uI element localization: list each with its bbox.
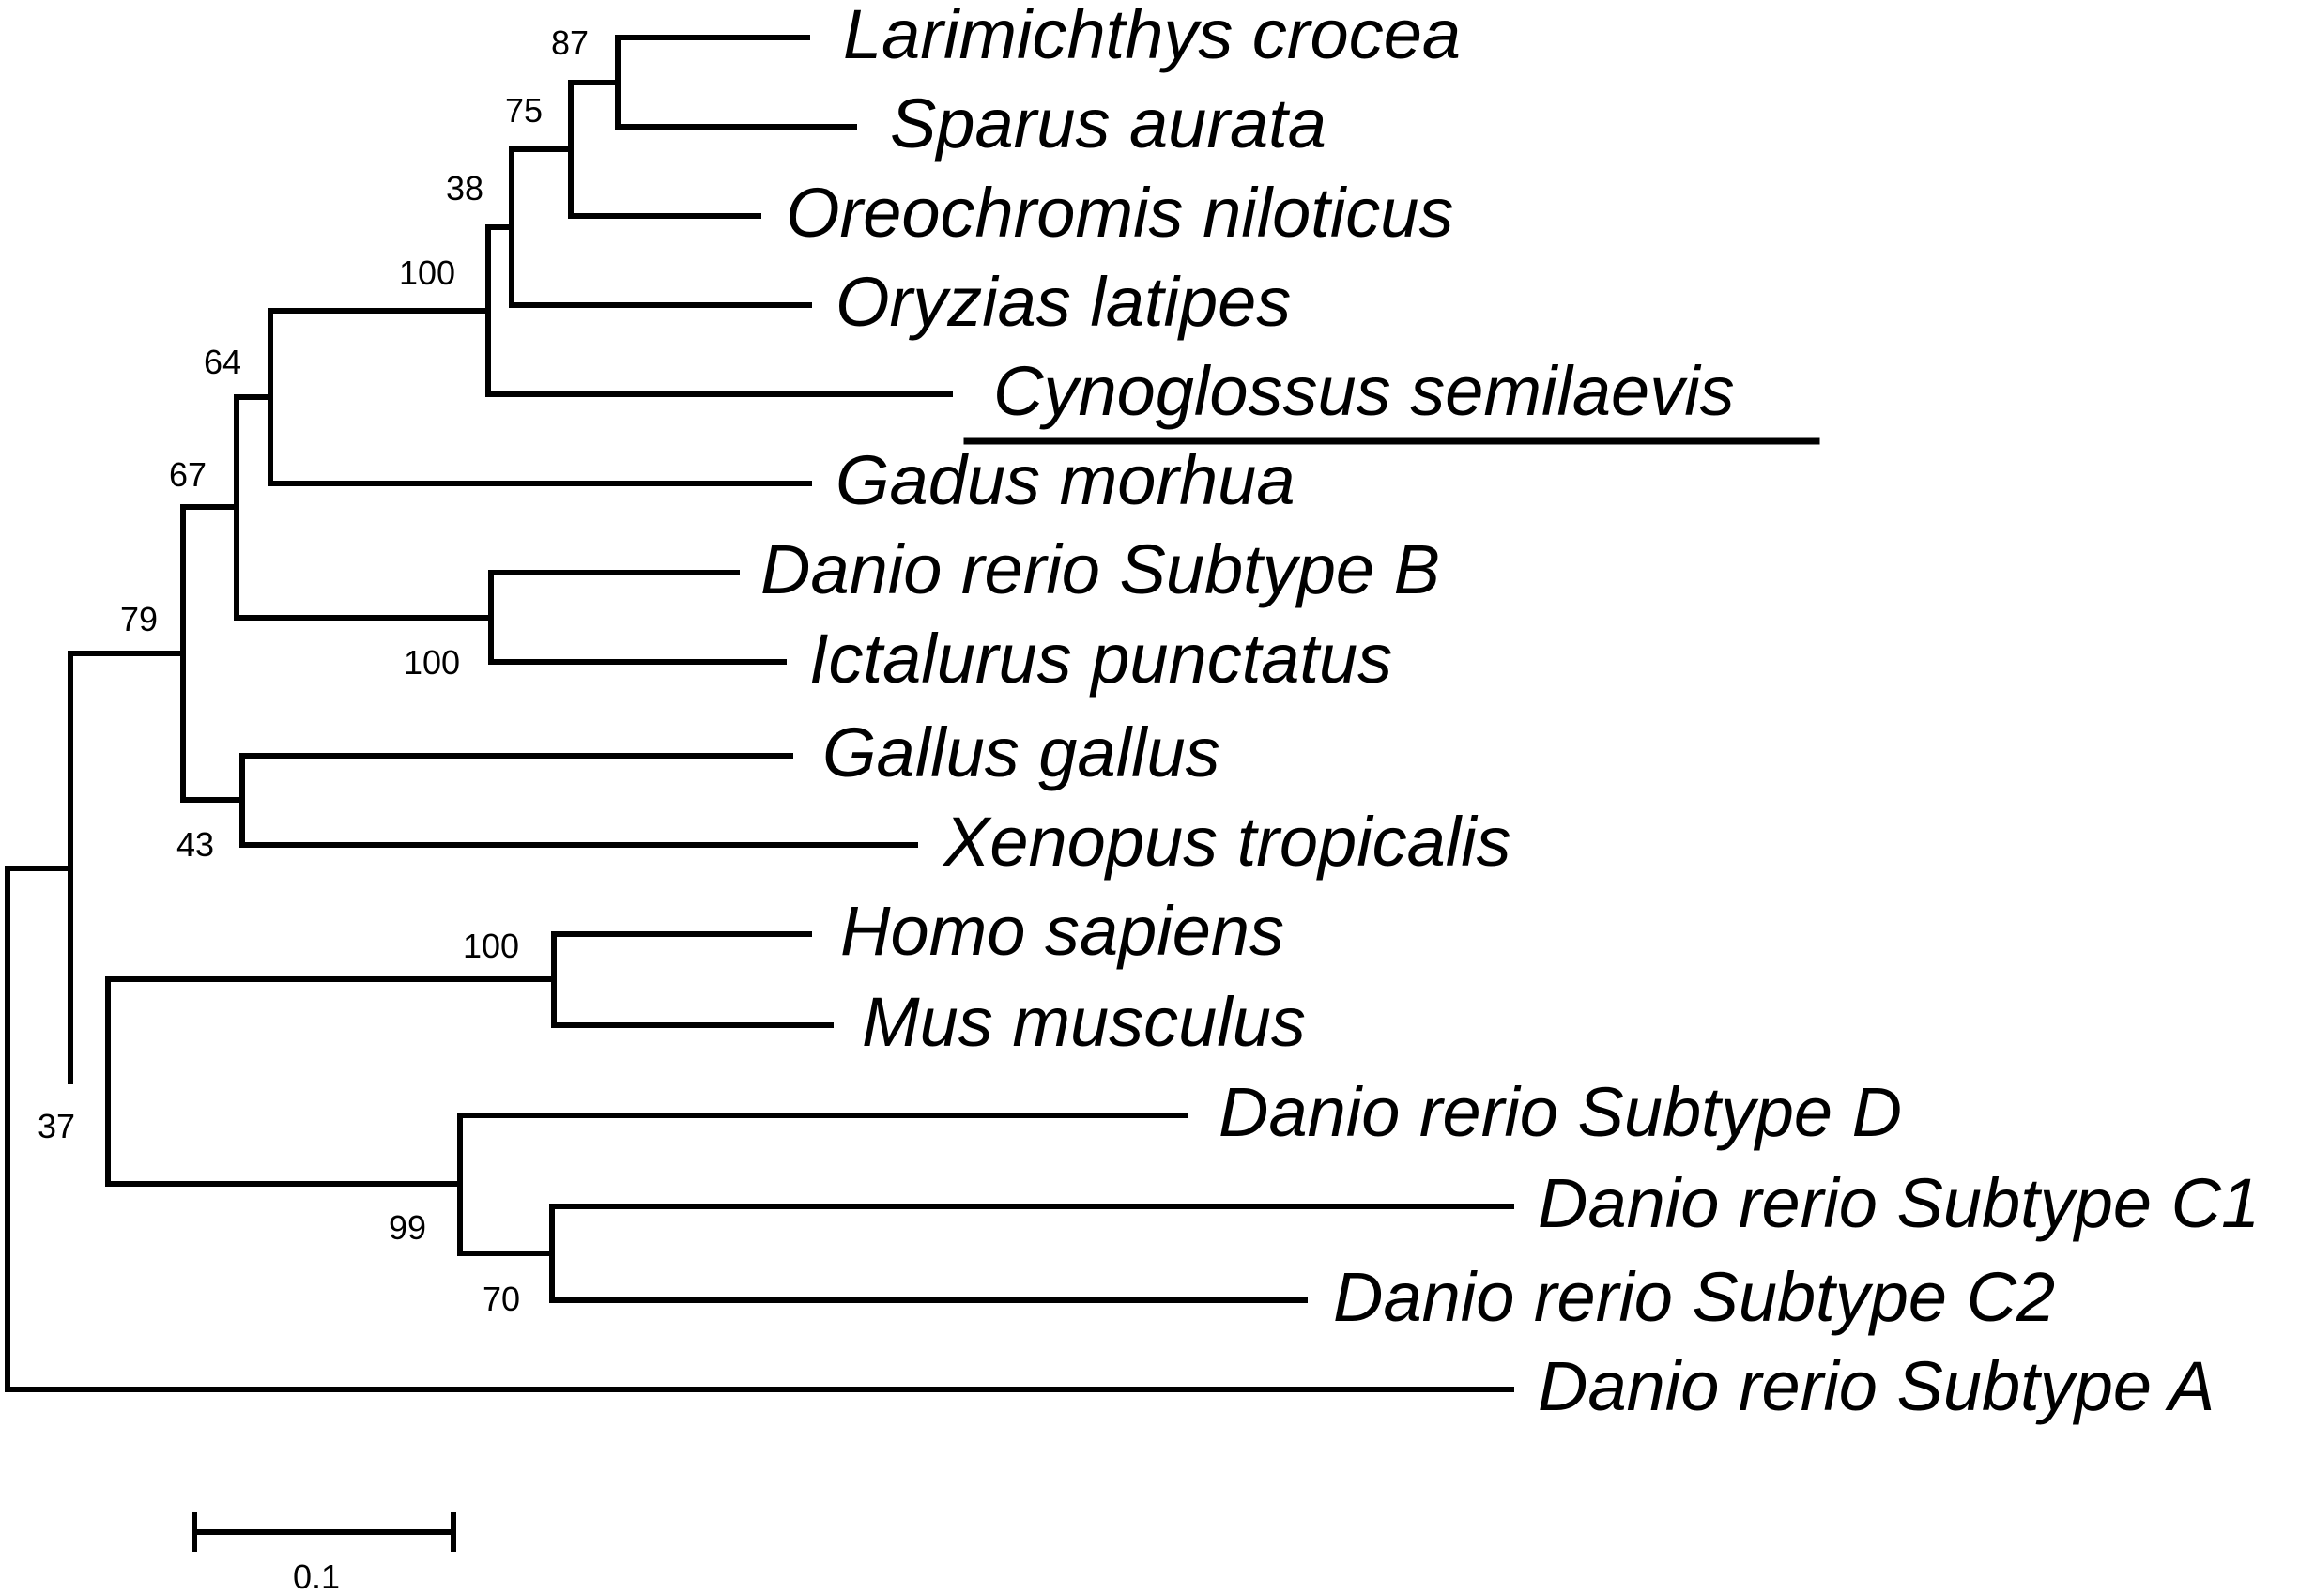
bootstrap-value: 100 — [404, 643, 460, 682]
taxon-label: Danio rerio Subtype D — [1219, 1073, 1902, 1151]
tree-connectors — [5, 35, 621, 1392]
bootstrap-value: 70 — [483, 1280, 520, 1318]
scale-bar: 0.1 — [192, 1512, 456, 1596]
bootstrap-value: 79 — [120, 600, 158, 638]
taxon-label: Danio rerio Subtype C2 — [1333, 1258, 2055, 1336]
taxon-label: Sparus aurata — [890, 84, 1326, 162]
taxon-label: Larimichthys crocea — [843, 0, 1461, 73]
scale-bar-label: 0.1 — [293, 1558, 340, 1596]
taxon-label: Danio rerio Subtype C1 — [1538, 1164, 2260, 1242]
bootstrap-value: 37 — [38, 1107, 75, 1145]
bootstrap-value: 67 — [169, 455, 207, 494]
bootstrap-value: 99 — [389, 1208, 426, 1247]
bootstrap-value: 87 — [551, 23, 589, 62]
taxon-label: Homo sapiens — [840, 892, 1284, 970]
taxon-label: Mus musculus — [862, 983, 1306, 1061]
taxon-label: Oreochromis niloticus — [786, 174, 1453, 252]
taxon-label: Xenopus tropicalis — [942, 803, 1511, 881]
taxon-labels: Larimichthys crocea Sparus aurata Oreoch… — [760, 0, 2260, 1425]
bootstrap-value: 43 — [176, 825, 214, 864]
bootstrap-value: 75 — [505, 91, 543, 130]
bootstrap-values: 87 75 38 100 64 100 67 43 79 100 70 99 3… — [38, 23, 589, 1318]
taxon-label: Danio rerio Subtype B — [760, 530, 1440, 608]
taxon-label: Ictalurus punctatus — [809, 620, 1392, 698]
bootstrap-value: 64 — [204, 343, 241, 381]
taxon-label: Oryzias latipes — [836, 263, 1291, 341]
bootstrap-value: 100 — [463, 927, 519, 965]
tree-branches — [5, 35, 1514, 1392]
bootstrap-value: 38 — [446, 169, 483, 207]
taxon-label: Gallus gallus — [822, 714, 1220, 791]
taxon-label-highlighted: Cynoglossus semilaevis — [993, 352, 1735, 430]
bootstrap-value: 100 — [399, 253, 455, 292]
taxon-label: Gadus morhua — [836, 441, 1295, 519]
taxon-label: Danio rerio Subtype A — [1538, 1347, 2215, 1425]
